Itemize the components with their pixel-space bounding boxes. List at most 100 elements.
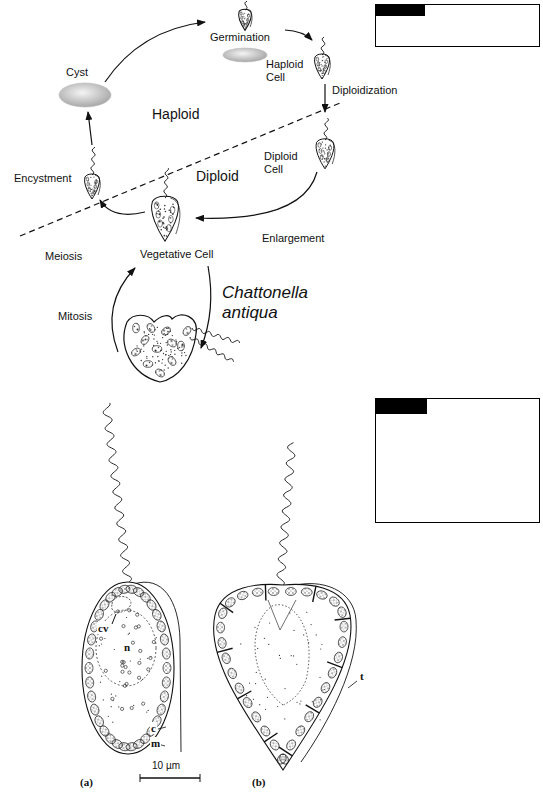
chloroplast xyxy=(154,368,166,379)
mucocyst xyxy=(104,669,107,672)
chloroplast xyxy=(216,622,224,633)
stipple-dot xyxy=(163,216,165,218)
mucocyst xyxy=(122,661,125,664)
stipple-dot xyxy=(165,354,166,355)
stipple-dot xyxy=(249,683,250,684)
stipple-dot xyxy=(259,704,260,705)
stipple-dot xyxy=(108,716,109,717)
chloroplast xyxy=(294,724,307,737)
cell-outline xyxy=(214,584,351,770)
stipple-dot xyxy=(118,706,119,707)
stipple-dot xyxy=(91,189,92,190)
chloroplast xyxy=(169,215,174,222)
stipple-dot xyxy=(265,709,266,710)
mucocyst xyxy=(147,668,150,671)
trailing-flagellum xyxy=(248,10,252,27)
stipple-dot xyxy=(165,365,166,366)
stipple-dot xyxy=(168,355,169,356)
stipple-dot xyxy=(323,150,324,151)
panel-label-holder: (b) xyxy=(252,776,265,789)
chloroplast xyxy=(167,224,172,231)
stipple-dot xyxy=(141,360,142,361)
stipple-dot xyxy=(325,166,326,167)
stipple-dot xyxy=(284,688,285,689)
stipple-dot xyxy=(321,64,322,65)
stipple-dot xyxy=(293,630,294,631)
chloroplast xyxy=(285,587,296,595)
stipple-dot xyxy=(163,226,165,228)
stage-label-holder: Diploidization xyxy=(332,84,397,97)
stipple-dot xyxy=(320,648,321,649)
chloroplast xyxy=(182,325,193,337)
mucocyst xyxy=(138,676,141,679)
stipple-dot xyxy=(93,176,94,177)
stipple-dot xyxy=(155,362,156,363)
stipple-dot xyxy=(158,360,159,361)
stipple-dot xyxy=(162,337,163,338)
chloroplast xyxy=(319,149,322,154)
stipple-dot xyxy=(303,634,304,635)
stipple-dot xyxy=(243,25,244,26)
stipple-dot xyxy=(114,649,115,650)
stipple-dot xyxy=(243,24,244,25)
chloroplast xyxy=(326,158,329,163)
trailing-flagellum xyxy=(170,198,180,234)
stipple-dot xyxy=(104,638,105,639)
chloroplast xyxy=(323,70,326,74)
stipple-dot xyxy=(92,189,93,190)
stipple-dot xyxy=(148,334,149,335)
mucocyst xyxy=(121,664,124,667)
stipple-dot xyxy=(324,153,325,154)
cell-outline xyxy=(124,315,196,382)
chloroplast xyxy=(236,590,249,601)
chloroplast xyxy=(159,690,169,703)
stipple-dot xyxy=(306,612,307,613)
chloroplast xyxy=(89,703,100,716)
stipple-dot xyxy=(296,702,297,703)
flagellum xyxy=(277,443,295,587)
germinating-cyst xyxy=(223,48,267,62)
trichocyst xyxy=(313,586,316,602)
chloroplast xyxy=(85,662,93,673)
trichocyst xyxy=(265,585,267,601)
chloroplast xyxy=(333,651,344,664)
stage-label: Enlargement xyxy=(262,232,324,244)
stipple-dot xyxy=(327,58,328,59)
stage-label: Cyst xyxy=(66,66,88,78)
stipple-dot xyxy=(166,235,168,237)
chloroplast xyxy=(133,323,140,333)
mucocyst xyxy=(138,661,141,664)
scale-bar-tick xyxy=(140,774,141,782)
stipple-dot xyxy=(324,151,325,152)
chloroplast xyxy=(85,648,94,660)
stipple-dot xyxy=(325,148,326,149)
stipple-dot xyxy=(160,343,161,344)
stipple-dot xyxy=(181,363,182,364)
stipple-dot xyxy=(279,655,280,656)
stage-label: Diploidization xyxy=(332,84,397,96)
chloroplast xyxy=(268,587,279,595)
stipple-dot xyxy=(146,357,147,358)
chloroplast xyxy=(316,589,329,600)
chloroplast xyxy=(87,690,97,703)
phase-label: Haploid xyxy=(152,106,199,122)
mucocyst xyxy=(125,682,128,685)
chloroplast xyxy=(301,587,313,596)
chloroplast xyxy=(156,211,161,218)
scale-label: 10 µm xyxy=(152,760,180,771)
stipple-dot xyxy=(133,705,134,706)
stipple-dot xyxy=(280,658,281,659)
stipple-dot xyxy=(101,643,102,644)
scale-label-holder: 10 µm xyxy=(152,760,180,772)
stipple-dot xyxy=(170,354,171,355)
stipple-dot xyxy=(92,195,93,196)
chloroplast xyxy=(247,14,249,17)
trichocyst xyxy=(217,648,233,652)
stage-label-holder: Meiosis xyxy=(45,250,82,263)
stipple-dot xyxy=(291,655,292,656)
trichocyst xyxy=(306,705,320,713)
chloroplast xyxy=(259,724,272,737)
stipple-dot xyxy=(322,65,323,66)
stipple-dot xyxy=(144,332,145,333)
stipple-dot xyxy=(140,659,141,660)
